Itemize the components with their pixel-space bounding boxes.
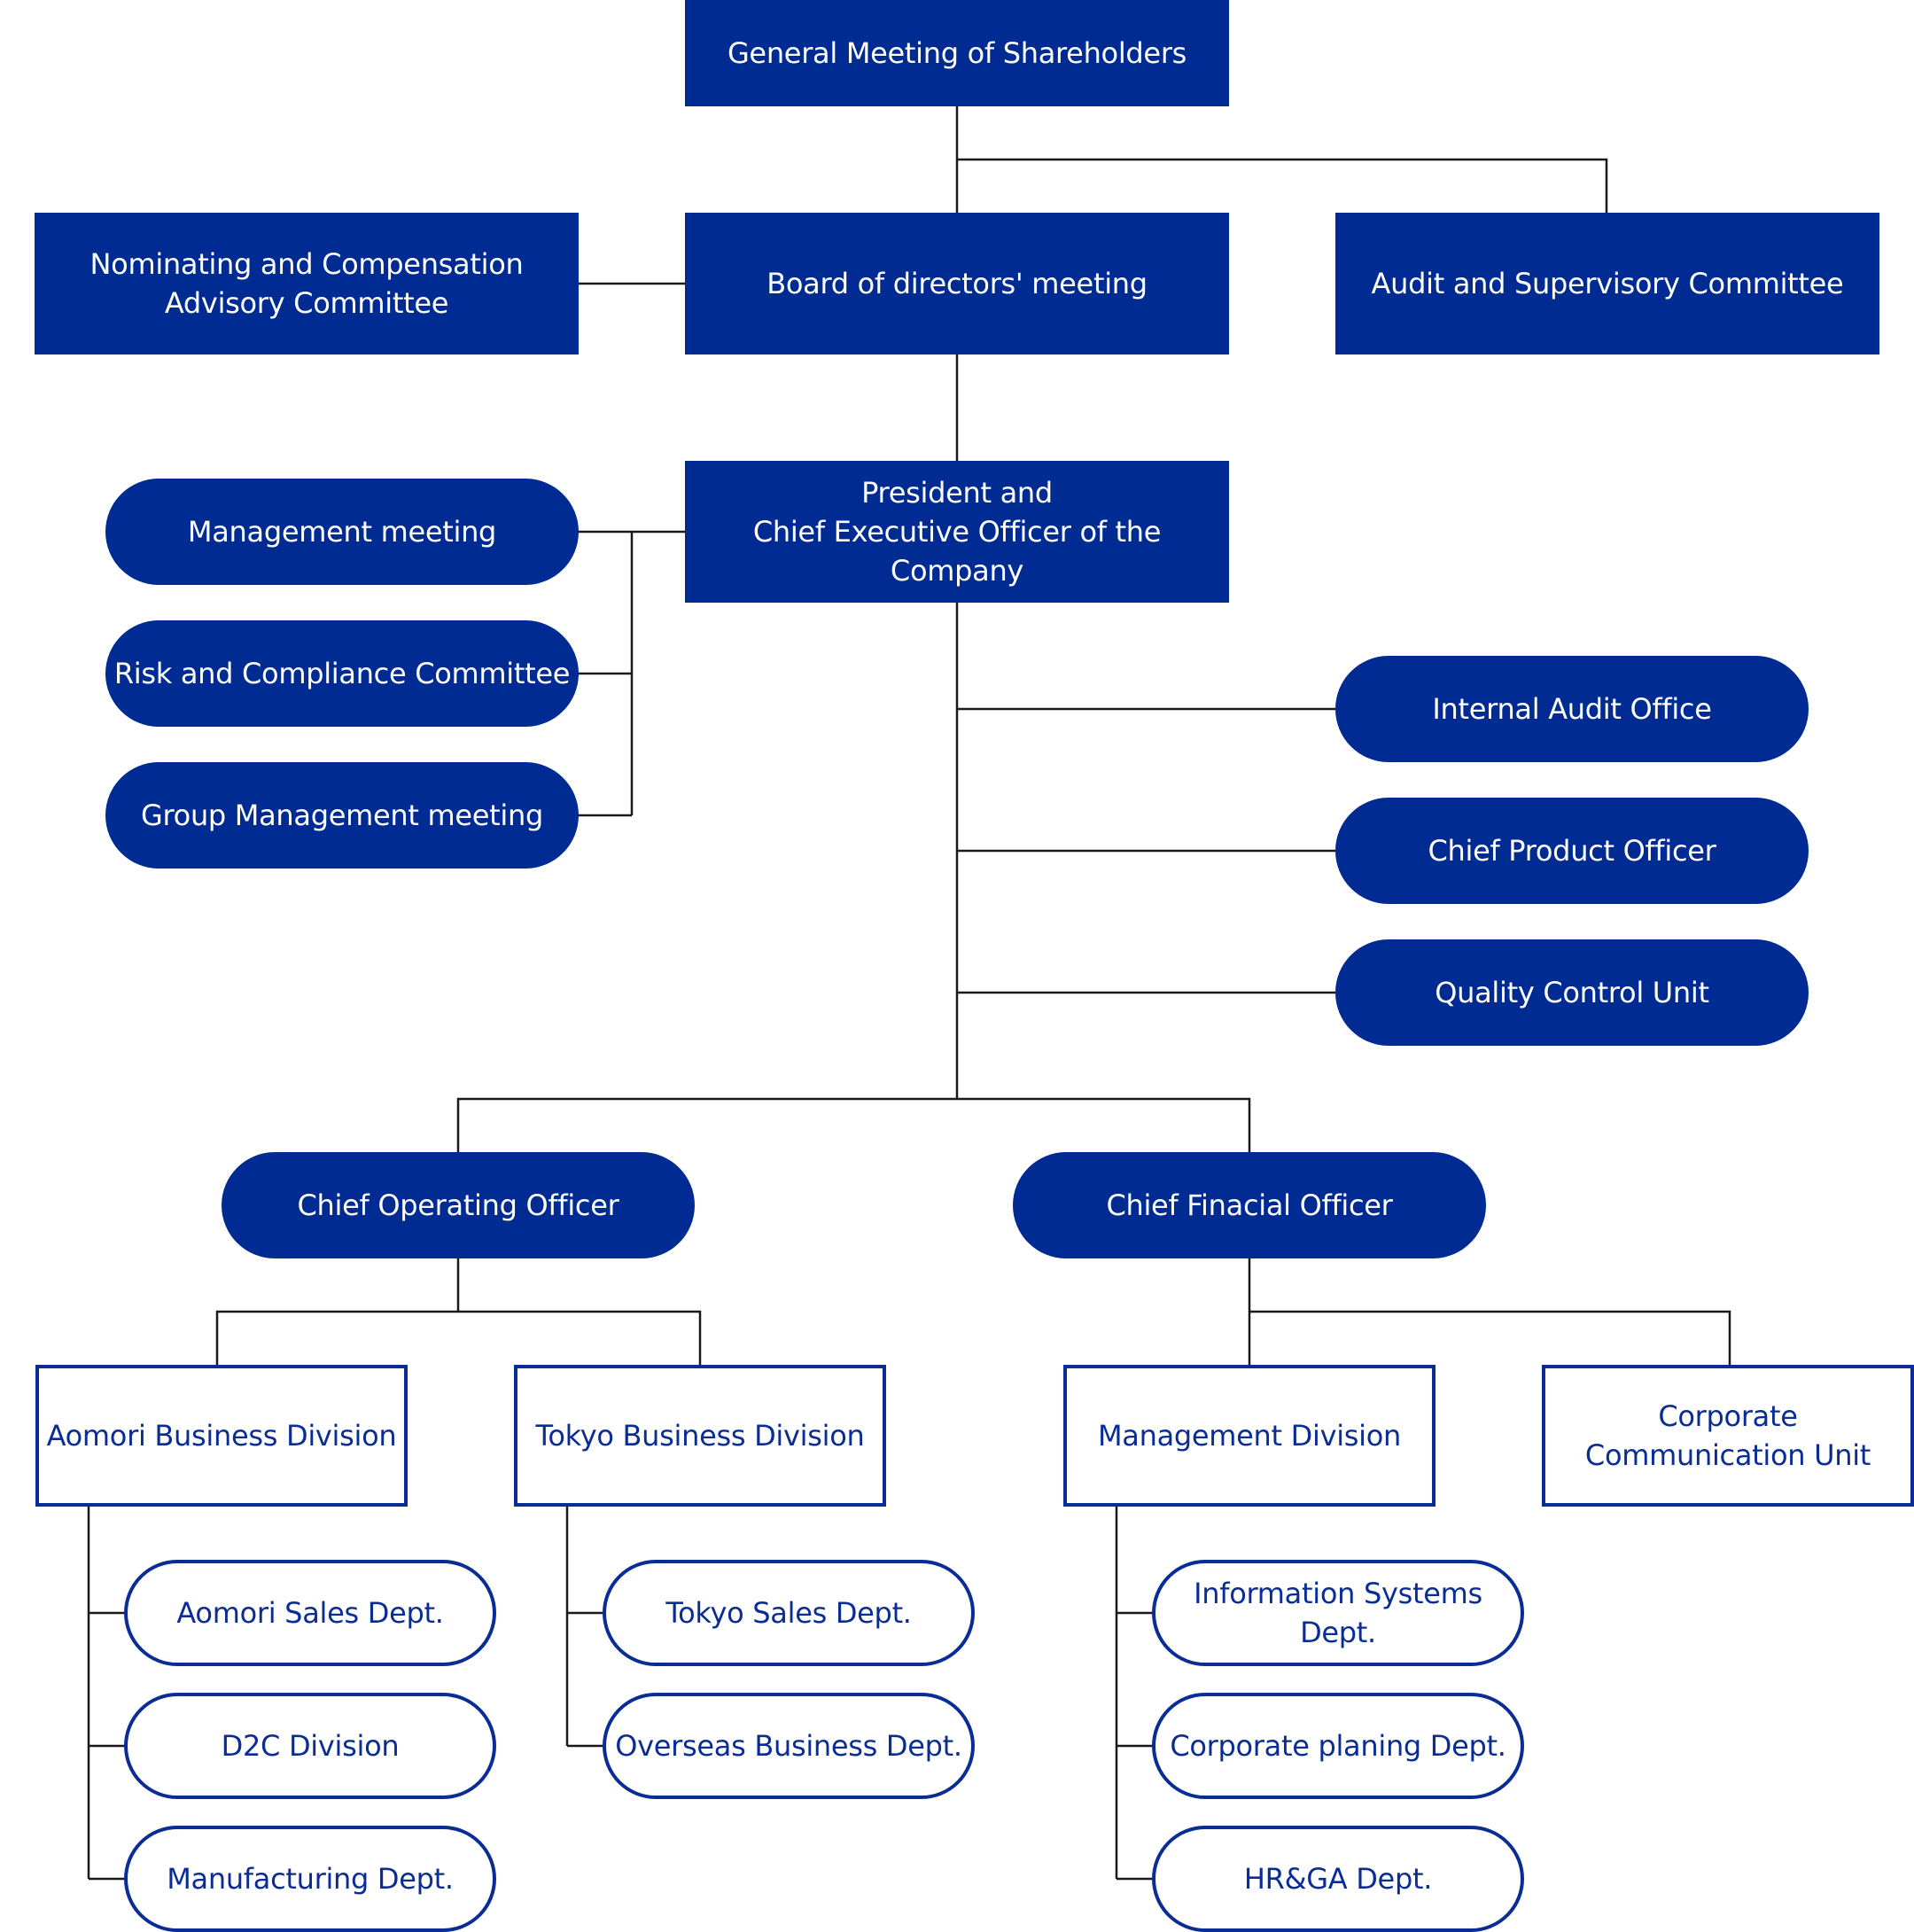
corporate-communication-box: Corporate Communication Unit xyxy=(1542,1365,1914,1507)
chief-product-officer-label: Chief Product Officer xyxy=(1428,834,1716,868)
connector-line xyxy=(215,1310,702,1365)
chief-financial-officer-label: Chief Finacial Officer xyxy=(1106,1188,1393,1222)
chief-operating-officer-label: Chief Operating Officer xyxy=(297,1188,619,1222)
tokyo-sales-box: Tokyo Sales Dept. xyxy=(603,1560,975,1666)
information-systems-label: Information Systems Dept. xyxy=(1194,1577,1482,1649)
internal-audit-box: Internal Audit Office xyxy=(1335,656,1809,762)
quality-control-box: Quality Control Unit xyxy=(1335,939,1809,1046)
nominating-committee-box: Nominating and Compensation Advisory Com… xyxy=(35,213,579,354)
group-management-box: Group Management meeting xyxy=(105,762,579,869)
shareholders-meeting-label: General Meeting of Shareholders xyxy=(727,36,1187,70)
aomori-sales-label: Aomori Sales Dept. xyxy=(176,1596,444,1630)
connector-line xyxy=(957,158,1608,213)
corporate-planning-box: Corporate planing Dept. xyxy=(1152,1693,1524,1799)
hr-ga-label: HR&GA Dept. xyxy=(1243,1862,1433,1896)
audit-committee-box: Audit and Supervisory Committee xyxy=(1335,213,1879,354)
board-meeting-label: Board of directors' meeting xyxy=(766,267,1148,300)
president-label: President and Chief Executive Officer of… xyxy=(752,476,1162,588)
chief-financial-officer-box: Chief Finacial Officer xyxy=(1013,1152,1486,1258)
chief-product-officer-box: Chief Product Officer xyxy=(1335,798,1809,904)
corporate-communication-label: Corporate Communication Unit xyxy=(1584,1399,1871,1472)
aomori-sales-box: Aomori Sales Dept. xyxy=(124,1560,496,1666)
management-meeting-box: Management meeting xyxy=(105,479,579,585)
overseas-business-box: Overseas Business Dept. xyxy=(603,1693,975,1799)
manufacturing-label: Manufacturing Dept. xyxy=(167,1862,454,1896)
d2c-division-box: D2C Division xyxy=(124,1693,496,1799)
tokyo-division-label: Tokyo Business Division xyxy=(535,1419,865,1453)
audit-committee-label: Audit and Supervisory Committee xyxy=(1371,267,1844,300)
group-management-label: Group Management meeting xyxy=(141,799,543,832)
connector-line xyxy=(1249,1310,1731,1365)
information-systems-box: Information Systems Dept. xyxy=(1152,1560,1524,1666)
d2c-division-label: D2C Division xyxy=(221,1729,400,1763)
risk-compliance-box: Risk and Compliance Committee xyxy=(105,620,579,727)
tokyo-sales-label: Tokyo Sales Dept. xyxy=(665,1596,912,1630)
nominating-committee-label: Nominating and Compensation Advisory Com… xyxy=(89,247,524,320)
risk-compliance-label: Risk and Compliance Committee xyxy=(113,657,571,690)
aomori-division-label: Aomori Business Division xyxy=(46,1419,397,1453)
board-meeting-box: Board of directors' meeting xyxy=(685,213,1229,354)
quality-control-label: Quality Control Unit xyxy=(1435,976,1709,1009)
president-box: President and Chief Executive Officer of… xyxy=(685,461,1229,603)
corporate-planning-label: Corporate planing Dept. xyxy=(1170,1729,1506,1763)
connector-line xyxy=(456,1097,1251,1152)
aomori-division-box: Aomori Business Division xyxy=(35,1365,408,1507)
internal-audit-label: Internal Audit Office xyxy=(1432,692,1712,726)
management-division-box: Management Division xyxy=(1063,1365,1436,1507)
management-meeting-label: Management meeting xyxy=(187,515,497,549)
shareholders-meeting-box: General Meeting of Shareholders xyxy=(685,0,1229,106)
tokyo-division-box: Tokyo Business Division xyxy=(514,1365,886,1507)
manufacturing-box: Manufacturing Dept. xyxy=(124,1826,496,1932)
management-division-label: Management Division xyxy=(1097,1419,1402,1453)
chief-operating-officer-box: Chief Operating Officer xyxy=(222,1152,695,1258)
hr-ga-box: HR&GA Dept. xyxy=(1152,1826,1524,1932)
overseas-business-label: Overseas Business Dept. xyxy=(615,1729,962,1763)
